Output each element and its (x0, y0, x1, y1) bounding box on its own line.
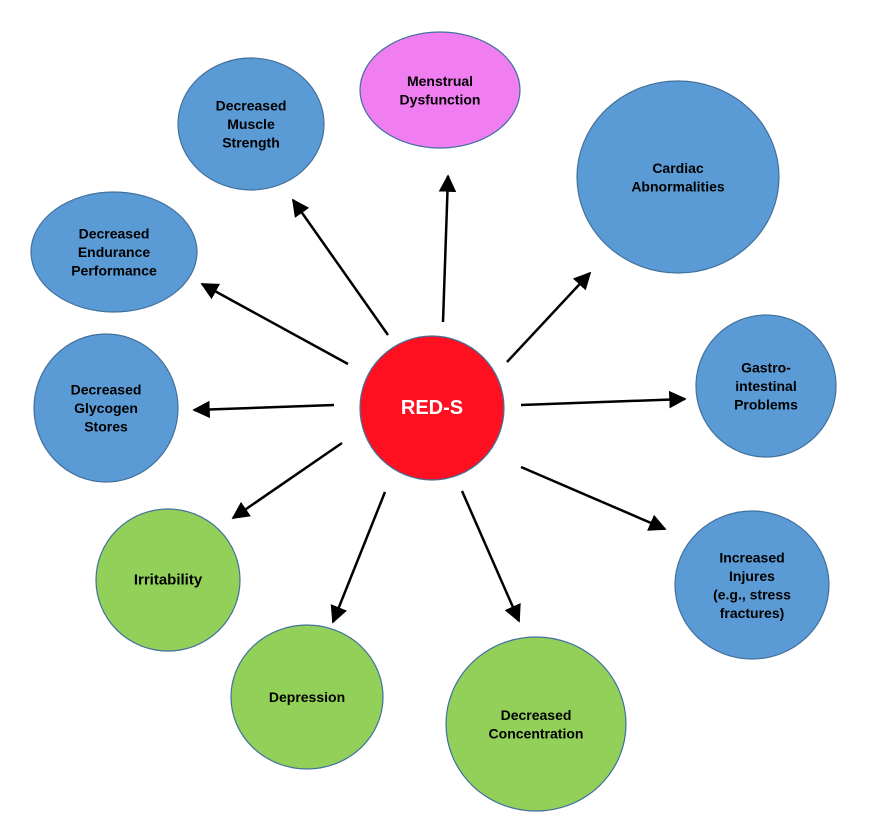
arrow-to-increased-injuries (520, 465, 667, 531)
arrow-to-glycogen-stores (192, 400, 335, 419)
node-label-line: Glycogen (74, 400, 138, 416)
node-label-line: (e.g., stress (713, 586, 791, 602)
node-label-line: Increased (719, 549, 784, 565)
node-circle-endurance-performance (30, 191, 198, 313)
node-label-depression: Depression (269, 689, 345, 705)
node-label-line: intestinal (735, 378, 796, 394)
node-circle-glycogen-stores (33, 333, 179, 483)
center-label: RED-S (401, 397, 463, 419)
arrow-to-menstrual-dysfunction (438, 174, 457, 323)
node-label-line: Menstrual (407, 73, 473, 89)
node-label-line: Performance (71, 263, 157, 279)
node-label-line: Decreased (216, 98, 287, 114)
arrow-to-gastrointestinal-problems (520, 390, 687, 409)
node-label-line: Muscle (227, 116, 275, 132)
node-label-line: Gastro- (741, 360, 791, 376)
node-circle-decreased-concentration (445, 636, 627, 812)
node-circle-menstrual-dysfunction (359, 31, 521, 149)
arrow-to-cardiac-abnormalities (506, 271, 592, 363)
node-label-line: Problems (734, 397, 798, 413)
arrow-to-decreased-concentration (460, 490, 521, 623)
node-label-line: Strength (222, 135, 280, 151)
node-circle-increased-injuries (674, 510, 830, 660)
node-circle-gastrointestinal-problems (695, 314, 837, 458)
node-label-line: fractures) (720, 605, 785, 621)
center-node: RED-S (359, 335, 505, 481)
arrows-layer (192, 174, 687, 624)
arrow-to-irritability (231, 441, 343, 520)
arrow-to-depression (330, 491, 387, 624)
node-label-irritability: Irritability (134, 572, 203, 589)
node-label-line: Irritability (134, 572, 203, 589)
node-label-line: Concentration (489, 725, 584, 741)
node-label-line: Decreased (79, 226, 150, 242)
node-label-line: Stores (84, 419, 128, 435)
node-label-line: Depression (269, 689, 345, 705)
center-circle (359, 335, 505, 481)
node-irritability: Irritability (95, 508, 241, 652)
node-label-line: Decreased (71, 382, 142, 398)
node-label-line: Abnormalities (631, 178, 725, 194)
node-circle-depression (230, 624, 384, 770)
node-circle-muscle-strength (177, 57, 325, 191)
arrow-to-muscle-strength (291, 198, 390, 336)
node-circle-cardiac-abnormalities (576, 80, 780, 274)
node-label-line: Cardiac (652, 160, 704, 176)
node-depression: Depression (230, 624, 384, 770)
node-label-line: Decreased (501, 707, 572, 723)
node-label-line: Dysfunction (400, 91, 481, 107)
node-circle-irritability (95, 508, 241, 652)
node-label-line: Endurance (78, 244, 151, 260)
arrow-to-endurance-performance (200, 282, 349, 366)
node-label-line: Injures (729, 568, 775, 584)
